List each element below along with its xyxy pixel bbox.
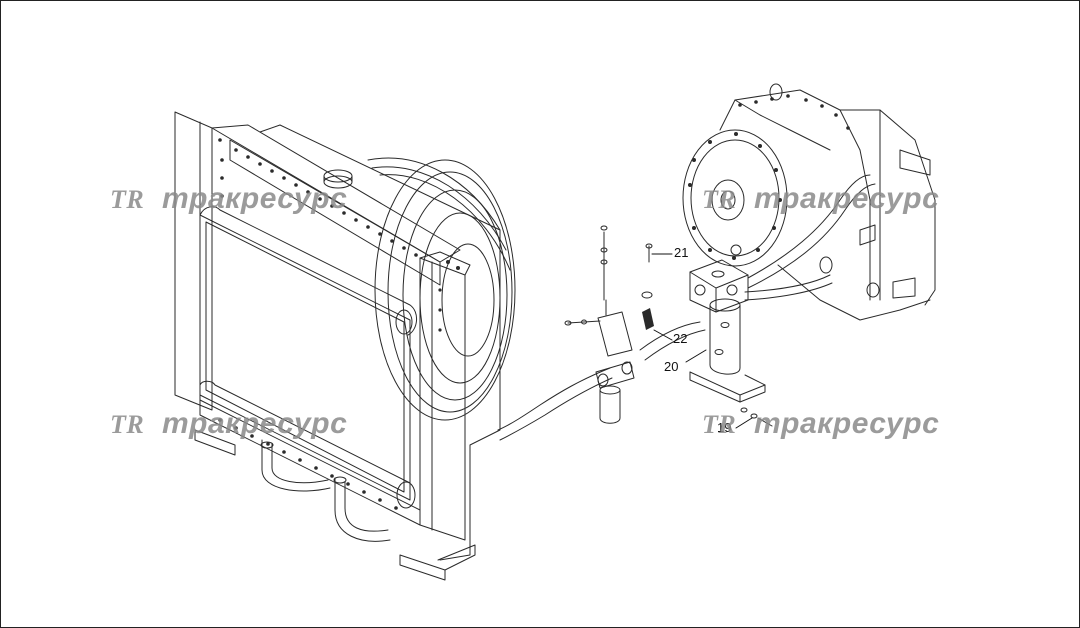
return-hose bbox=[497, 321, 706, 441]
callout-21: 21 bbox=[674, 245, 689, 260]
watermark: TR тракресурс bbox=[108, 407, 347, 441]
svg-text:TR: TR bbox=[110, 410, 144, 438]
leader-lines bbox=[651, 253, 753, 429]
svg-text:TR: TR bbox=[110, 185, 144, 213]
transmission bbox=[682, 83, 936, 321]
fan-guard bbox=[367, 157, 516, 421]
watermark-logo-icon: TR bbox=[110, 185, 144, 213]
watermark-text: тракресурс bbox=[162, 182, 348, 215]
watermark-text: тракресурс bbox=[162, 407, 348, 440]
watermark: TR тракресурс bbox=[700, 182, 939, 216]
watermark-logo-icon: TR bbox=[702, 185, 736, 213]
radiator-assembly bbox=[174, 111, 516, 581]
callout-19: 19 bbox=[717, 420, 732, 435]
watermark-logo-icon: TR bbox=[702, 410, 736, 438]
watermark-text: тракресурс bbox=[754, 407, 940, 440]
svg-text:TR: TR bbox=[702, 185, 736, 213]
top-bolt-row bbox=[218, 138, 418, 257]
watermark: TR тракресурс bbox=[700, 407, 939, 441]
watermark: TR тракресурс bbox=[108, 182, 347, 216]
callout-22: 22 bbox=[673, 331, 688, 346]
watermark-logo-icon: TR bbox=[110, 410, 144, 438]
filter-bracket bbox=[564, 225, 654, 424]
svg-text:TR: TR bbox=[702, 410, 736, 438]
watermark-text: тракресурс bbox=[754, 182, 940, 215]
mount-column bbox=[689, 259, 773, 427]
callout-20: 20 bbox=[664, 359, 679, 374]
